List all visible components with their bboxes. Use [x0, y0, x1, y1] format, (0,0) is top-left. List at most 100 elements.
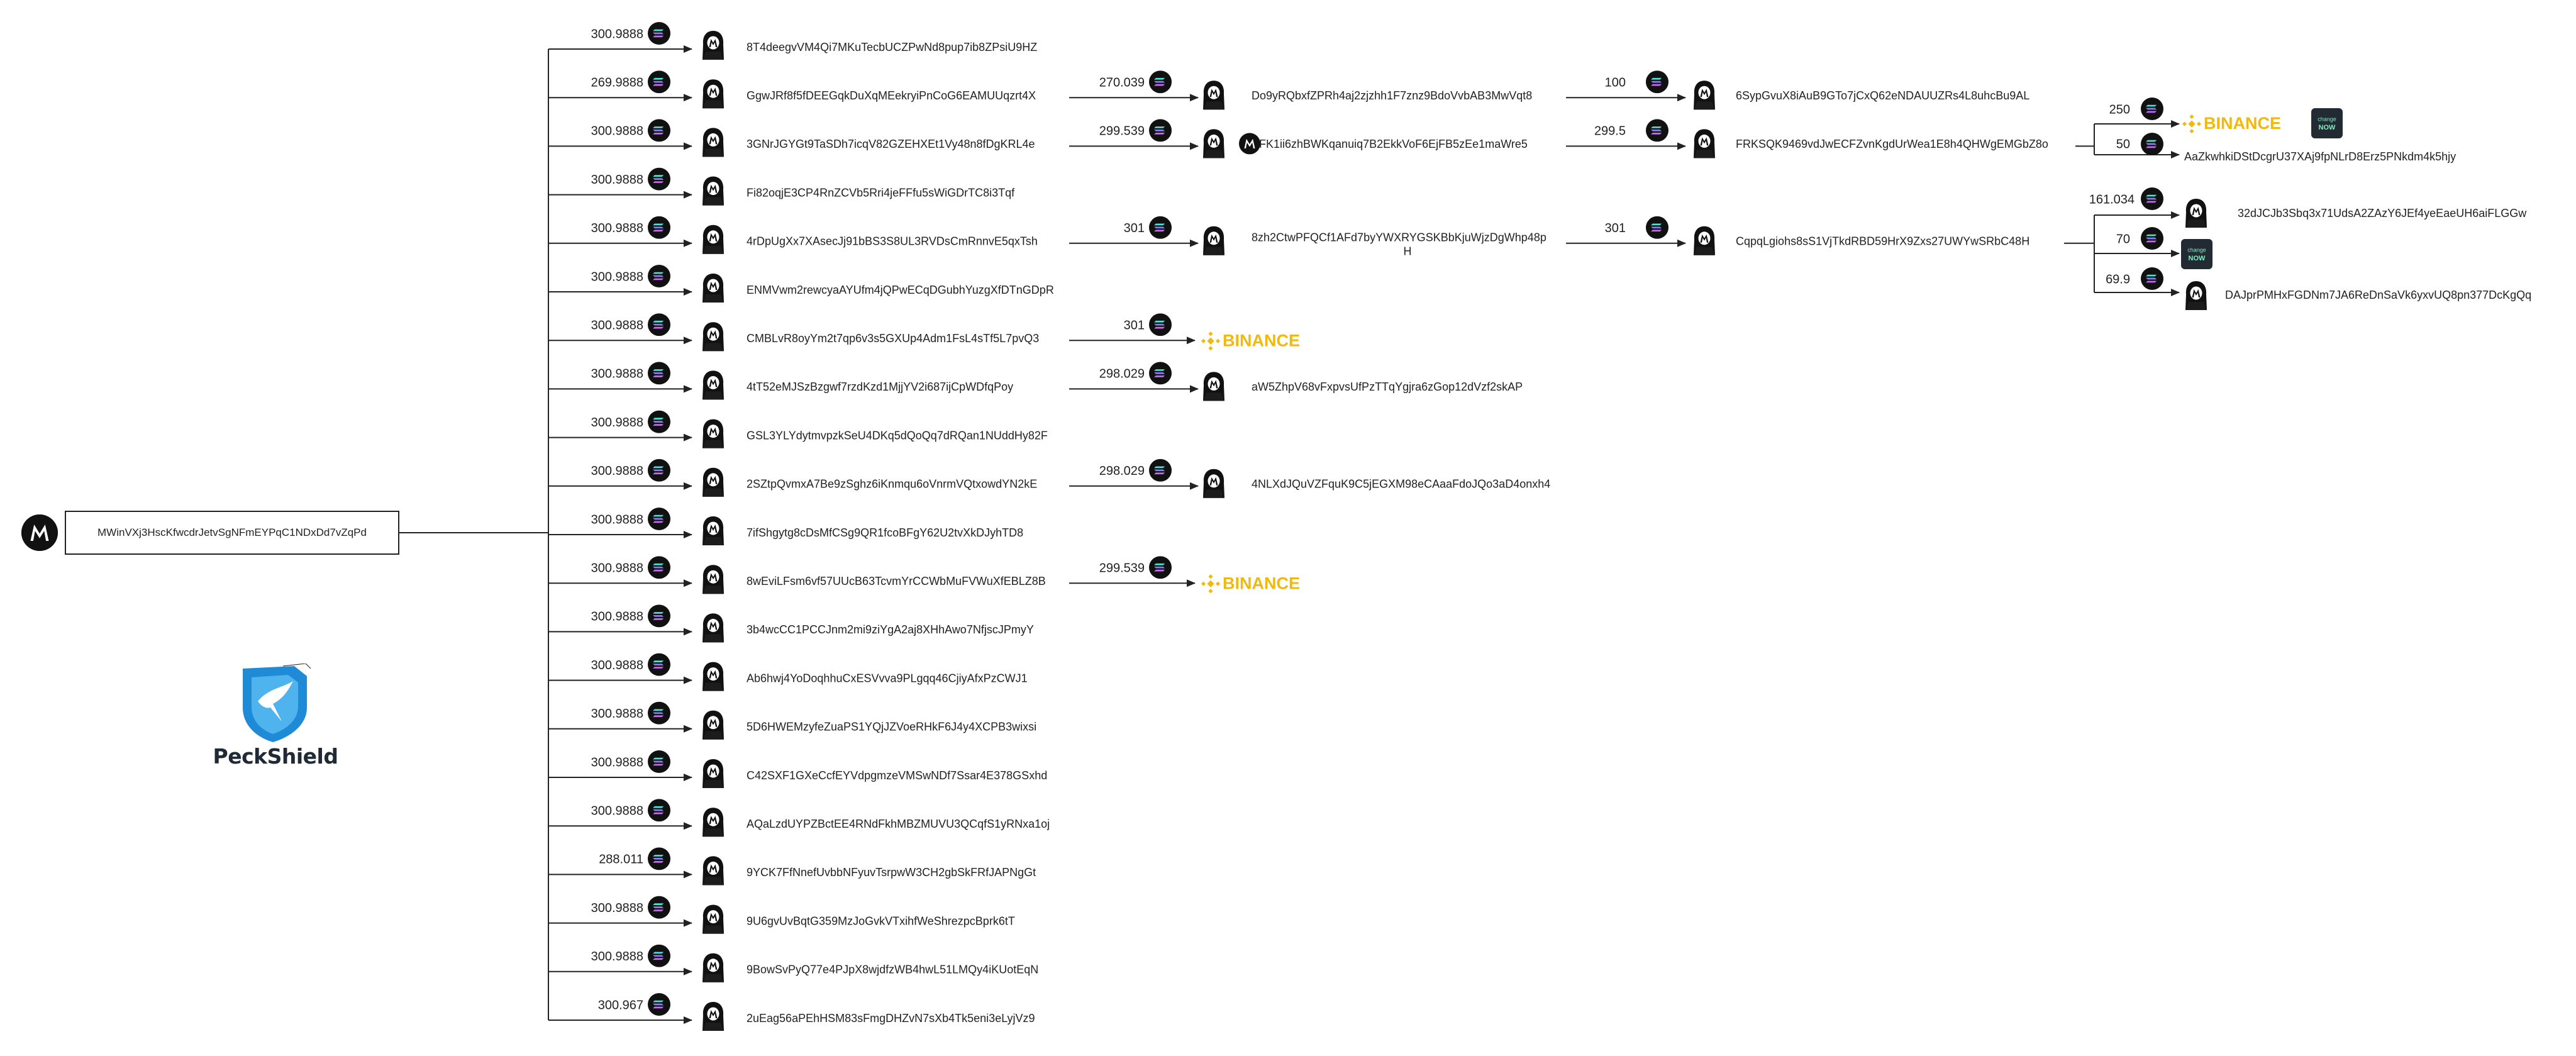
solana-icon — [2141, 267, 2163, 290]
branch-amount: 300.9888 — [591, 221, 643, 235]
solana-icon — [648, 944, 670, 967]
peckshield-shield-icon — [243, 663, 311, 742]
branch-amount: 300.9888 — [591, 950, 643, 964]
source-address-box[interactable]: MWinVXj3HscKfwcdrJetvSgNFmEYPqC1NDxDd7vZ… — [65, 511, 399, 555]
binance-label: BINANCE — [2204, 114, 2281, 133]
solana-icon — [648, 313, 670, 336]
hacker-wallet-icon[interactable] — [1694, 129, 1715, 158]
branch-address: 7ifShgytg8cDsMfCSg9QR1fcoBFgY62U2tvXkDJy… — [747, 526, 1023, 539]
hacker-wallet-icon[interactable] — [702, 808, 724, 837]
hacker-wallet-icon[interactable] — [1203, 129, 1224, 158]
hacker-wallet-icon[interactable] — [702, 613, 724, 643]
solana-icon — [1149, 119, 1172, 142]
hop2-address: 8zh2CtwPFQCf1AFd7byYWXRYGSKBbKjuWjzDgWhp… — [1252, 231, 1546, 244]
hacker-wallet-icon[interactable] — [702, 274, 724, 303]
hacker-wallet-icon[interactable] — [702, 759, 724, 788]
branch-address: Ab6hwj4YoDoqhhuCxESVvva9PLgqq46CjiyAfxPz… — [747, 672, 1028, 684]
hacker-wallet-icon[interactable] — [702, 1002, 724, 1031]
solana-icon — [648, 896, 670, 919]
branch-amount: 300.9888 — [591, 610, 643, 624]
branch-address: Fi82oqjE3CP4RnZCVb5Rri4jeFFfu5sWiGDrTC8i… — [747, 186, 1015, 199]
hacker-wallet-icon[interactable] — [702, 565, 724, 594]
hacker-wallet-icon[interactable] — [702, 370, 724, 400]
changenow-icon — [2181, 239, 2212, 269]
changenow-icon — [2311, 108, 2343, 138]
hacker-wallet-icon[interactable] — [1694, 226, 1715, 255]
peckshield-logo-text: PeckShield — [213, 744, 338, 769]
branch-amount: 300.967 — [598, 998, 643, 1012]
hacker-wallet-icon[interactable] — [1203, 372, 1224, 401]
solana-icon — [648, 653, 670, 676]
hop4-amount: 50 — [2116, 137, 2130, 151]
branch-amount: 300.9888 — [591, 125, 643, 138]
hop2-address: Do9yRQbxfZPRh4aj2zjzhh1F7znz9BdoVvbAB3Mw… — [1252, 89, 1532, 102]
peckshield-logo: PeckShield — [213, 663, 338, 777]
branch-amount: 300.9888 — [591, 367, 643, 381]
branch-amount: 300.9888 — [591, 804, 643, 818]
hop3-amount: 299.5 — [1594, 125, 1626, 138]
branch-amount: 300.9888 — [591, 173, 643, 187]
solana-icon — [648, 799, 670, 822]
hacker-wallet-icon[interactable] — [702, 176, 724, 206]
solana-icon — [2141, 97, 2163, 120]
solana-icon — [1149, 362, 1172, 385]
hop2-amount: 301 — [1124, 221, 1145, 235]
hop2-amount: 299.539 — [1099, 561, 1145, 575]
hacker-wallet-icon[interactable] — [702, 322, 724, 352]
branch-amount: 288.011 — [599, 853, 643, 867]
hacker-wallet-icon[interactable] — [702, 856, 724, 886]
hop2-address: KFK1ii6zhBWKqanuiq7B2EkkVoF6EjFB5zEe1maW… — [1252, 138, 1528, 150]
hacker-wallet-icon[interactable] — [702, 79, 724, 109]
hacker-wallet-icon[interactable] — [702, 516, 724, 545]
hacker-wallet-icon[interactable] — [1203, 81, 1224, 110]
hacker-wallet-icon[interactable] — [702, 225, 724, 254]
changenow-label-bottom: NOW — [2189, 255, 2206, 262]
solana-icon — [648, 216, 670, 239]
hacker-wallet-icon[interactable] — [702, 31, 724, 60]
branch-address: 4tT52eMJSzBzgwf7rzdKzd1MjjYV2i687ijCpWDf… — [747, 381, 1013, 393]
hacker-wallet-icon[interactable] — [2185, 281, 2207, 310]
branch-amount: 300.9888 — [591, 27, 643, 41]
hacker-wallet-icon[interactable] — [702, 419, 724, 448]
hacker-wallet-icon[interactable] — [702, 662, 724, 691]
branch-amount: 300.9888 — [591, 513, 643, 526]
hop3-address: FRKSQK9469vdJwECFZvnKgdUrWea1E8h4QHWgEMG… — [1736, 138, 2048, 150]
hop2-amount: 301 — [1124, 318, 1145, 332]
solana-icon — [648, 701, 670, 725]
hacker-wallet-icon[interactable] — [1694, 81, 1715, 110]
branch-address: ENMVwm2rewcyaAYUfm4jQPwECqDGubhYuzgXfDTn… — [747, 284, 1054, 296]
solana-icon — [1149, 556, 1172, 579]
branch-address: 9U6gvUvBqtG359MzJoGvkVTxihfWeShrezpcBprk… — [747, 914, 1015, 927]
solana-icon — [1149, 459, 1172, 482]
branch-amount: 300.9888 — [591, 901, 643, 915]
branch-address: C42SXF1GXeCcfEYVdpgmzeVMSwNDf7Ssar4E378G… — [747, 769, 1047, 782]
hop3-address: 6SypGvuX8iAuB9GTo7jCxQ62eNDAUUZRs4L8uhcB… — [1736, 89, 2029, 102]
solana-icon — [648, 604, 670, 628]
solana-icon — [648, 847, 670, 870]
branch-amount: 300.9888 — [591, 416, 643, 430]
branch-address: 3GNrJGYGt9TaSDh7icqV82GZEHXEt1Vy48n8fDgK… — [747, 138, 1035, 150]
hacker-wallet-icon[interactable] — [702, 904, 724, 934]
branch-address: 2SZtpQvmxA7Be9zSghz6iKnmqu6oVnrmVQtxowdY… — [747, 478, 1037, 491]
branch-address: 9YCK7FfNnefUvbbNFyuvTsrpwW3CH2gbSkFRfJAP… — [747, 866, 1036, 879]
hop4-amount: 69.9 — [2106, 272, 2130, 286]
hop2-address: 4NLXdJQuVZFquK9C5jEGXM98eCAaaFdoJQo3aD4o… — [1252, 478, 1550, 491]
hacker-wallet-icon[interactable] — [702, 953, 724, 982]
hacker-wallet-icon[interactable] — [1203, 469, 1224, 498]
branch-amount: 300.9888 — [591, 318, 643, 332]
branch-amount: 300.9888 — [591, 659, 643, 672]
hacker-wallet-icon[interactable] — [1203, 226, 1224, 255]
hacker-wallet-icon[interactable] — [702, 467, 724, 497]
hacker-wallet-icon[interactable] — [702, 128, 724, 157]
hacker-wallet-icon[interactable] — [2185, 199, 2207, 228]
binance-icon — [1201, 574, 1220, 594]
hacker-wallet-icon[interactable] — [702, 710, 724, 740]
hop4-address: DAJprPMHxFGDNm7JA6ReDnSaVk6yxvUQ8pn377Dc… — [2225, 289, 2531, 301]
hop2-amount: 270.039 — [1099, 75, 1145, 89]
branch-address: AQaLzdUYPZBctEE4RNdFkhMBZMUVU3QCqfS1yRNx… — [747, 818, 1050, 830]
changenow-label-top: change — [2318, 116, 2336, 122]
branch-address: 4rDpUgXx7XAsecJj91bBS3S8UL3RVDsCmRnnvE5q… — [747, 235, 1038, 248]
branch-amount: 300.9888 — [591, 561, 643, 575]
hop2-address-suffix: H — [1404, 245, 1412, 258]
branch-address: 8wEviLFsm6vf57UUcB63TcvmYrCCWbMuFVWuXfEB… — [747, 575, 1046, 587]
